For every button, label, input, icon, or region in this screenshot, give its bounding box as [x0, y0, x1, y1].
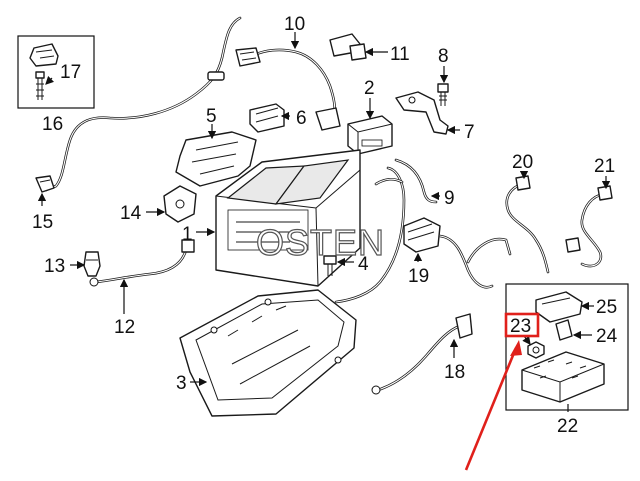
- callout-19: 19: [408, 266, 429, 287]
- callout-2: 2: [364, 78, 375, 99]
- callout-23: 23: [510, 316, 531, 337]
- callout-21: 21: [594, 156, 615, 177]
- module-2: [347, 115, 393, 155]
- fuse-box-22: [521, 351, 605, 403]
- callout-3: 3: [176, 373, 187, 394]
- ground-cable-12: [89, 239, 195, 287]
- bracket-7: [395, 91, 449, 135]
- callout-10: 10: [284, 14, 305, 35]
- sensor-cable-10: [235, 47, 341, 131]
- bolt-8: [437, 83, 449, 106]
- callout-12: 12: [114, 317, 135, 338]
- callout-9: 9: [444, 188, 455, 209]
- bracket-14: [163, 185, 197, 223]
- cover-5: [175, 131, 257, 187]
- red-pointer-arrow: [464, 340, 522, 471]
- callout-8: 8: [438, 46, 449, 67]
- highlight-callout-23[interactable]: 23: [504, 312, 540, 338]
- callout-11: 11: [390, 44, 410, 65]
- bracket-11: [329, 33, 367, 61]
- callout-14: 14: [120, 203, 142, 224]
- bolt-4: [323, 255, 337, 276]
- callout-1: 1: [182, 224, 193, 245]
- callout-22: 22: [557, 416, 578, 437]
- battery-1: [215, 149, 361, 287]
- inset-box-22: [505, 283, 629, 411]
- callout-7: 7: [464, 122, 475, 143]
- cable-20: [505, 175, 550, 274]
- cable-9: [334, 158, 438, 304]
- callout-16: 16: [42, 114, 63, 135]
- callout-15: 15: [32, 212, 53, 233]
- callout-13: 13: [44, 256, 65, 277]
- highlight-box: [504, 312, 540, 338]
- cover-6: [249, 103, 285, 133]
- callout-20: 20: [512, 152, 533, 173]
- fuse-13: [83, 251, 101, 277]
- connector-15: [35, 175, 55, 193]
- callout-25: 25: [596, 297, 617, 318]
- leader-lines: [37, 32, 611, 412]
- callout-17: 17: [60, 62, 81, 83]
- nut-23: [527, 341, 545, 359]
- callout-4: 4: [358, 254, 369, 275]
- battery-tray-3: [179, 289, 357, 417]
- battery-cable-16: [44, 16, 242, 192]
- cable-21: [565, 185, 613, 268]
- callout-24: 24: [596, 326, 618, 347]
- inset-box-16: [17, 35, 95, 109]
- terminal-19: [403, 217, 512, 289]
- clip-17: [29, 43, 59, 100]
- callout-labels: 1 2 3 4 5 6 7 8 9 10 11 12 13 14 15 16 1…: [32, 14, 618, 437]
- callout-5: 5: [206, 106, 217, 127]
- callout-6: 6: [296, 108, 307, 129]
- watermark: OSTEN: [256, 222, 385, 263]
- callout-18: 18: [444, 362, 465, 383]
- cover-25: [535, 291, 583, 323]
- relay-24: [555, 319, 573, 341]
- cable-18: [371, 313, 473, 395]
